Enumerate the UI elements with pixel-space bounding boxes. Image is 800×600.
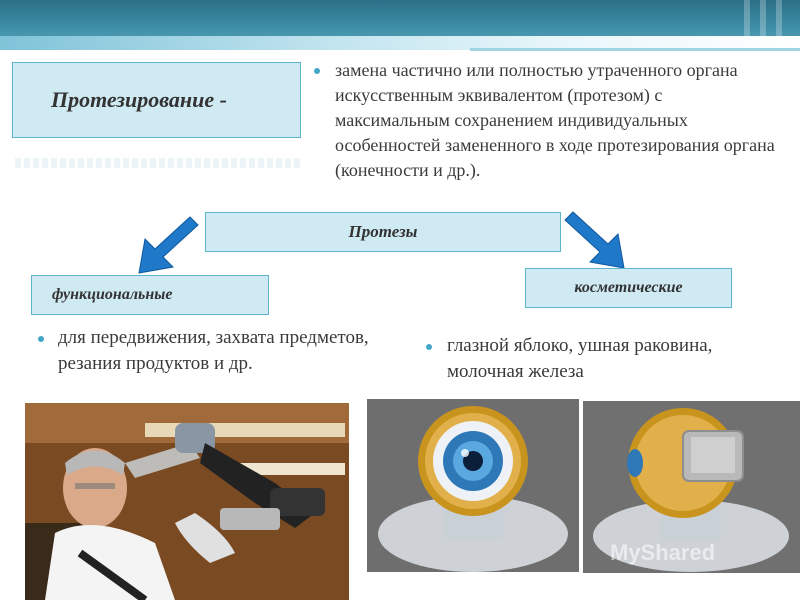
header-stripe [776,0,782,50]
robotic-arm-photo [25,403,349,600]
cosmetic-label: косметические [574,279,683,296]
title-reflection [15,158,300,168]
prostheses-label: Протезы [348,222,418,241]
functional-label: функциональные [52,286,173,303]
bullet-dot [314,68,320,74]
title-box: Протезирование - [12,62,301,138]
bionic-eye-side-photo [583,401,800,573]
watermark: MyShared [610,540,716,565]
header-gradient [0,36,800,50]
header-stripe [760,0,766,50]
arrow-down-right-icon [564,211,625,269]
bionic-eye-front-photo [367,399,579,572]
arrow-down-left-icon [138,216,199,274]
header-accent-line [470,48,800,51]
functional-description: для передвижения, захвата предметов, рез… [58,327,369,374]
header-stripe [744,0,750,50]
slide-title: Протезирование - [51,87,227,112]
functional-box: функциональные [31,275,269,315]
definition-text: замена частично или полностью утраченног… [335,60,775,180]
bullet-dot [426,344,432,350]
bullet-dot [38,336,44,342]
cosmetic-description: глазной яблоко, ушная раковина, молочная… [447,335,713,382]
prostheses-box: Протезы [205,212,561,252]
cosmetic-box: косметические [525,268,732,308]
